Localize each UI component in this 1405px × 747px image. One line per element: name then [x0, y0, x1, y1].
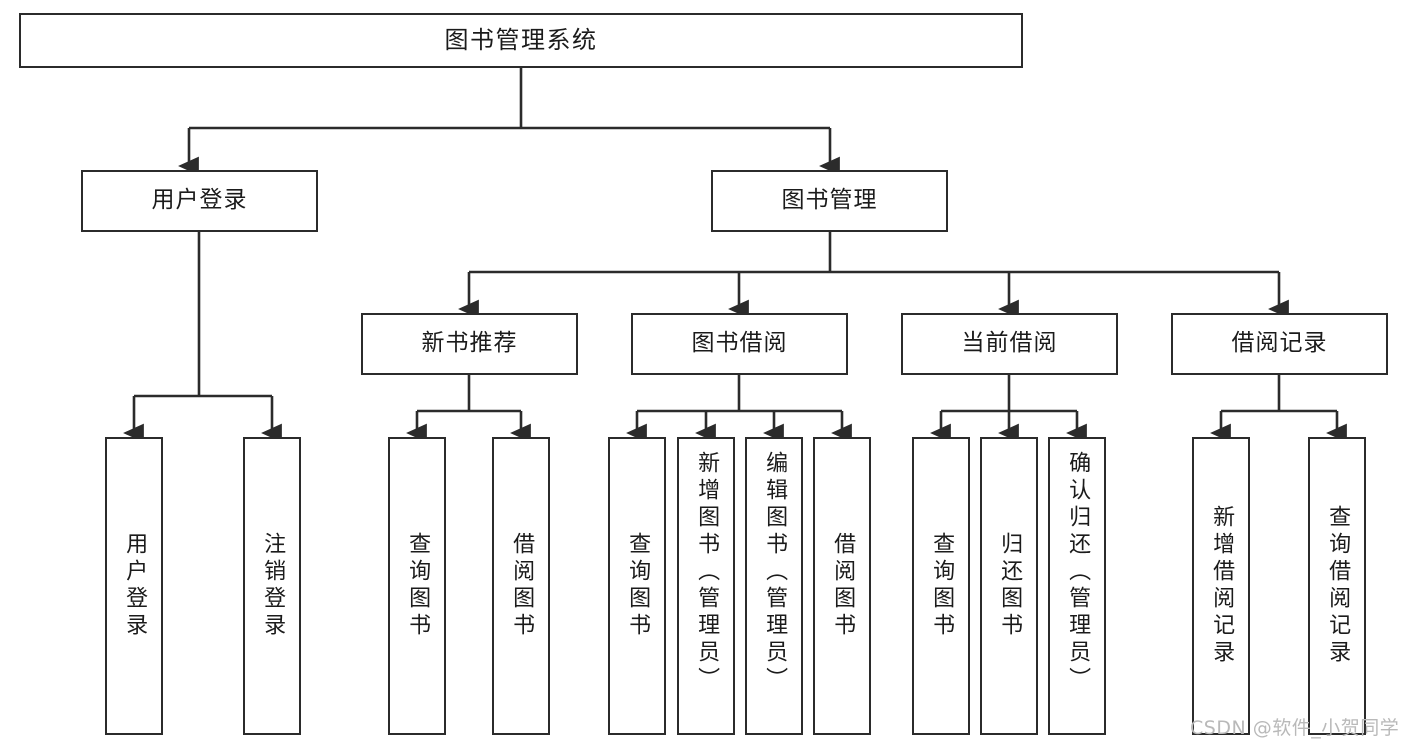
node-leaf-borrow-book-2-label: 借阅图书 — [830, 532, 856, 640]
node-leaf-logout-label: 注销登录 — [260, 532, 286, 640]
node-book-manage[interactable]: 图书管理 — [711, 170, 948, 232]
node-leaf-query-book-1[interactable]: 查询图书 — [388, 437, 446, 735]
node-leaf-query-book-2[interactable]: 查询图书 — [608, 437, 666, 735]
node-user-login-label: 用户登录 — [151, 187, 248, 214]
node-leaf-borrow-book-1[interactable]: 借阅图书 — [492, 437, 550, 735]
csdn-watermark: CSDN @软件_小贺同学 — [1190, 717, 1400, 739]
node-leaf-edit-book[interactable]: 编辑图书（管理员） — [745, 437, 803, 735]
node-leaf-edit-book-label: 编辑图书（管理员） — [762, 451, 788, 694]
node-leaf-add-record-label: 新增借阅记录 — [1209, 505, 1235, 667]
node-user-login[interactable]: 用户登录 — [81, 170, 318, 232]
node-leaf-query-record-label: 查询借阅记录 — [1325, 505, 1351, 667]
node-leaf-query-book-2-label: 查询图书 — [625, 532, 651, 640]
node-leaf-user-login-label: 用户登录 — [122, 532, 148, 640]
node-leaf-add-book[interactable]: 新增图书（管理员） — [677, 437, 735, 735]
node-root-label: 图书管理系统 — [444, 26, 598, 55]
node-leaf-confirm-return-label: 确认归还（管理员） — [1065, 451, 1091, 694]
node-borrow-record-label: 借阅记录 — [1231, 330, 1328, 357]
node-leaf-return-book-label: 归还图书 — [997, 532, 1023, 640]
node-current-borrow-label: 当前借阅 — [961, 330, 1058, 357]
node-leaf-borrow-book-1-label: 借阅图书 — [509, 532, 535, 640]
node-leaf-add-record[interactable]: 新增借阅记录 — [1192, 437, 1250, 735]
node-root[interactable]: 图书管理系统 — [19, 13, 1023, 68]
node-leaf-add-book-label: 新增图书（管理员） — [694, 451, 720, 694]
node-leaf-user-login[interactable]: 用户登录 — [105, 437, 163, 735]
node-leaf-query-book-1-label: 查询图书 — [405, 532, 431, 640]
node-new-book-recommend[interactable]: 新书推荐 — [361, 313, 578, 375]
node-borrow-record[interactable]: 借阅记录 — [1171, 313, 1388, 375]
node-leaf-query-book-3-label: 查询图书 — [929, 532, 955, 640]
node-leaf-borrow-book-2[interactable]: 借阅图书 — [813, 437, 871, 735]
node-new-book-recommend-label: 新书推荐 — [421, 330, 518, 357]
node-current-borrow[interactable]: 当前借阅 — [901, 313, 1118, 375]
node-leaf-return-book[interactable]: 归还图书 — [980, 437, 1038, 735]
node-book-borrow[interactable]: 图书借阅 — [631, 313, 848, 375]
node-book-manage-label: 图书管理 — [781, 187, 878, 214]
node-book-borrow-label: 图书借阅 — [691, 330, 788, 357]
node-leaf-query-record[interactable]: 查询借阅记录 — [1308, 437, 1366, 735]
node-leaf-logout[interactable]: 注销登录 — [243, 437, 301, 735]
node-leaf-confirm-return[interactable]: 确认归还（管理员） — [1048, 437, 1106, 735]
node-leaf-query-book-3[interactable]: 查询图书 — [912, 437, 970, 735]
